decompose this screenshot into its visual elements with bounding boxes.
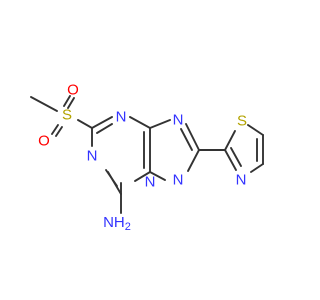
bond-s-c — [247, 124, 264, 136]
bond-c-s — [224, 130, 236, 151]
amine-nh: NH — [103, 214, 125, 231]
bond-n4-n3 — [149, 171, 166, 181]
bond-s-o-upper-2 — [67, 97, 75, 109]
thiazole-sulfur-label: S — [237, 113, 247, 130]
nitrogen-5-label: N — [87, 148, 98, 165]
bond-c-n2 — [149, 119, 171, 129]
amine-subscript: 2 — [125, 221, 131, 233]
bond-n6-c-double — [230, 147, 242, 167]
bond-c-n1 — [91, 116, 113, 129]
bond-methyl-s — [30, 96, 58, 112]
bond-n1-c — [129, 116, 151, 129]
nitrogen-2-label: N — [173, 112, 184, 129]
bond-n2-c — [185, 123, 200, 151]
bond-c-n3 — [134, 171, 151, 182]
bond-s-c — [77, 119, 93, 129]
nitrogen-1-label: N — [116, 109, 127, 126]
nitrogen-3-label: N — [145, 174, 156, 191]
amine-label: NH2 — [103, 214, 131, 234]
molecule-structure: S O O N N N N N S N NH2 — [30, 82, 264, 234]
sulfonyl-oxygen-lower-label: O — [38, 133, 50, 150]
sulfonyl-oxygen-upper-label: O — [67, 82, 79, 99]
bond-c-n5-double — [105, 169, 118, 187]
bond-c-n4 — [187, 149, 200, 172]
molecule-diagram: S O O N N N N N S N NH2 — [30, 82, 264, 234]
bond-s-o-upper — [63, 95, 71, 107]
bond-c-n6 — [250, 163, 264, 173]
nitrogen-6-label: N — [236, 172, 247, 189]
nitrogen-4-label: N — [173, 172, 184, 189]
sulfonyl-sulfur-label: S — [62, 107, 72, 124]
bond-n2-c-double — [180, 128, 193, 151]
bond-s-o-lower — [51, 124, 59, 135]
bond-s-o-lower-2 — [55, 126, 63, 137]
bond-n6-c — [224, 149, 237, 171]
bond-c-n1-double — [96, 123, 113, 134]
